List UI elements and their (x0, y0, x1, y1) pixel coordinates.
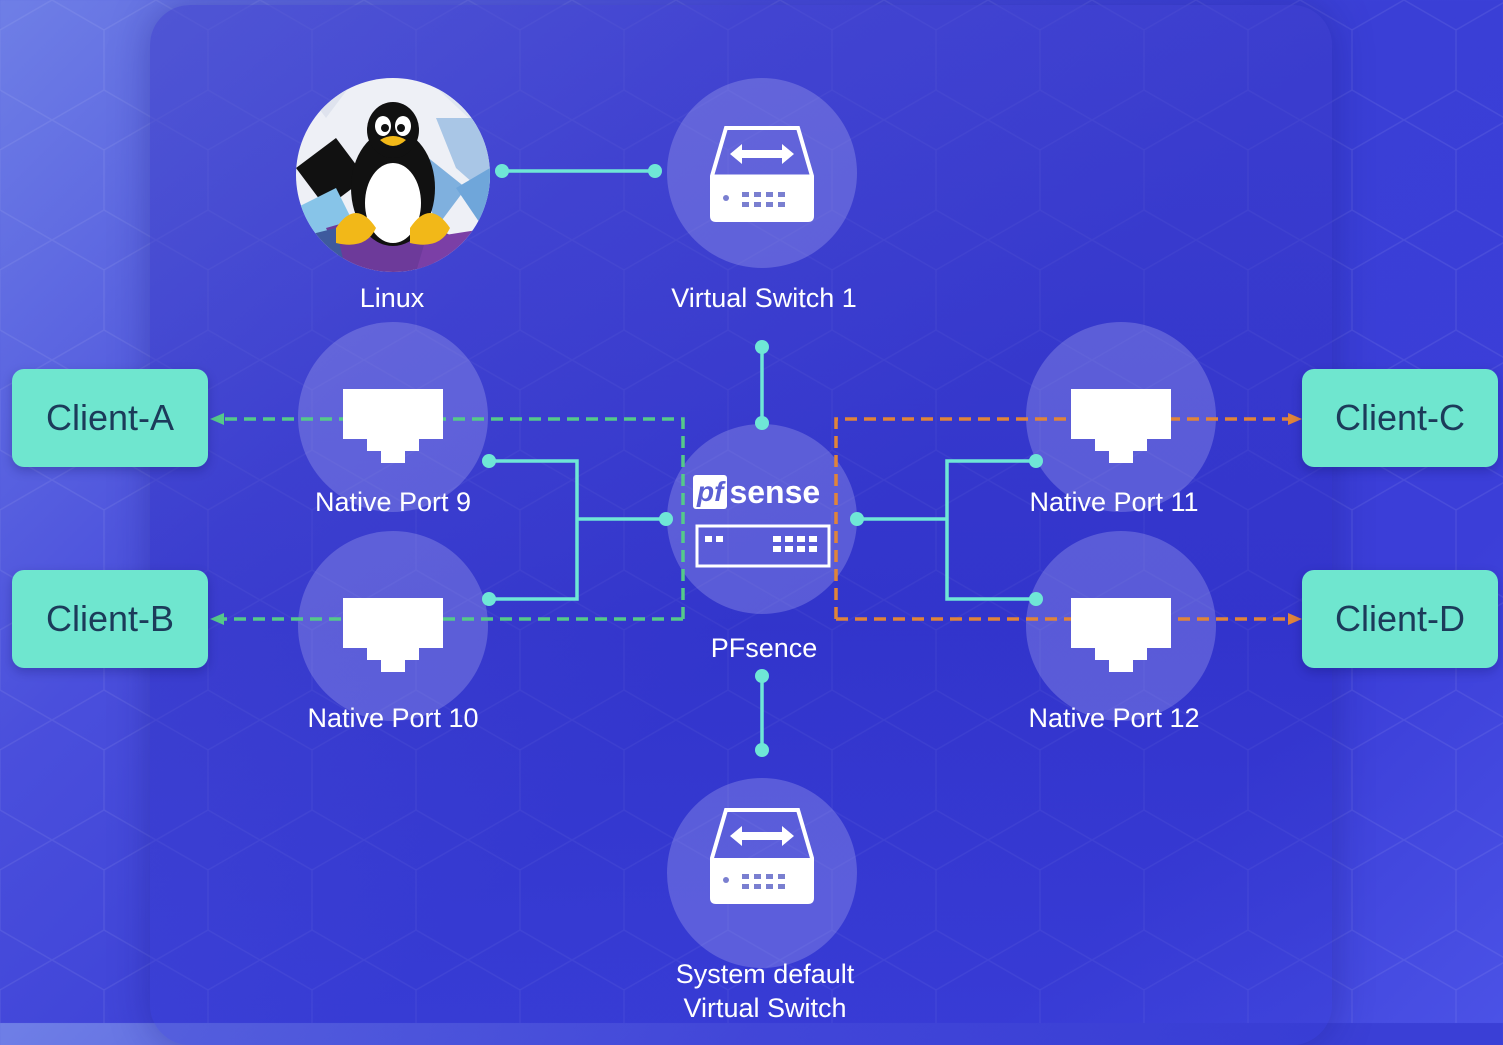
port11-label: Native Port 11 (1029, 487, 1199, 517)
default-switch-icon (710, 808, 814, 904)
client-d-box[interactable]: Client-D (1302, 570, 1498, 668)
client-b-box[interactable]: Client-B (12, 570, 208, 668)
default-switch-label: System default Virtual Switch (676, 957, 855, 1025)
ethernet-port-icon (343, 598, 443, 672)
pfsense-node[interactable] (667, 424, 857, 614)
client-a-box[interactable]: Client-A (12, 369, 208, 467)
client-c-box[interactable]: Client-C (1302, 369, 1498, 467)
ethernet-port-icon (1071, 389, 1171, 463)
pfsense-logo: pf sense (693, 472, 833, 572)
ethernet-port-icon (1071, 598, 1171, 672)
default-switch-label-line1: System default (675, 959, 855, 989)
linux-label: Linux (359, 283, 425, 313)
pfsense-label: PFsence (710, 633, 818, 663)
port12-label: Native Port 12 (1028, 703, 1200, 733)
pfsense-logo-sense: sense (729, 473, 821, 510)
linux-penguin-icon[interactable] (296, 78, 490, 272)
vswitch1-node[interactable] (667, 78, 857, 268)
firewall-appliance-icon (695, 524, 831, 568)
port9-label: Native Port 9 (314, 487, 472, 517)
default-switch-label-line2: Virtual Switch (683, 993, 847, 1023)
pfsense-logo-pf: pf (693, 475, 728, 509)
ethernet-port-icon (343, 389, 443, 463)
virtual-switch-icon (710, 126, 814, 222)
vswitch1-label: Virtual Switch 1 (671, 283, 857, 313)
port10-label: Native Port 10 (307, 703, 479, 733)
